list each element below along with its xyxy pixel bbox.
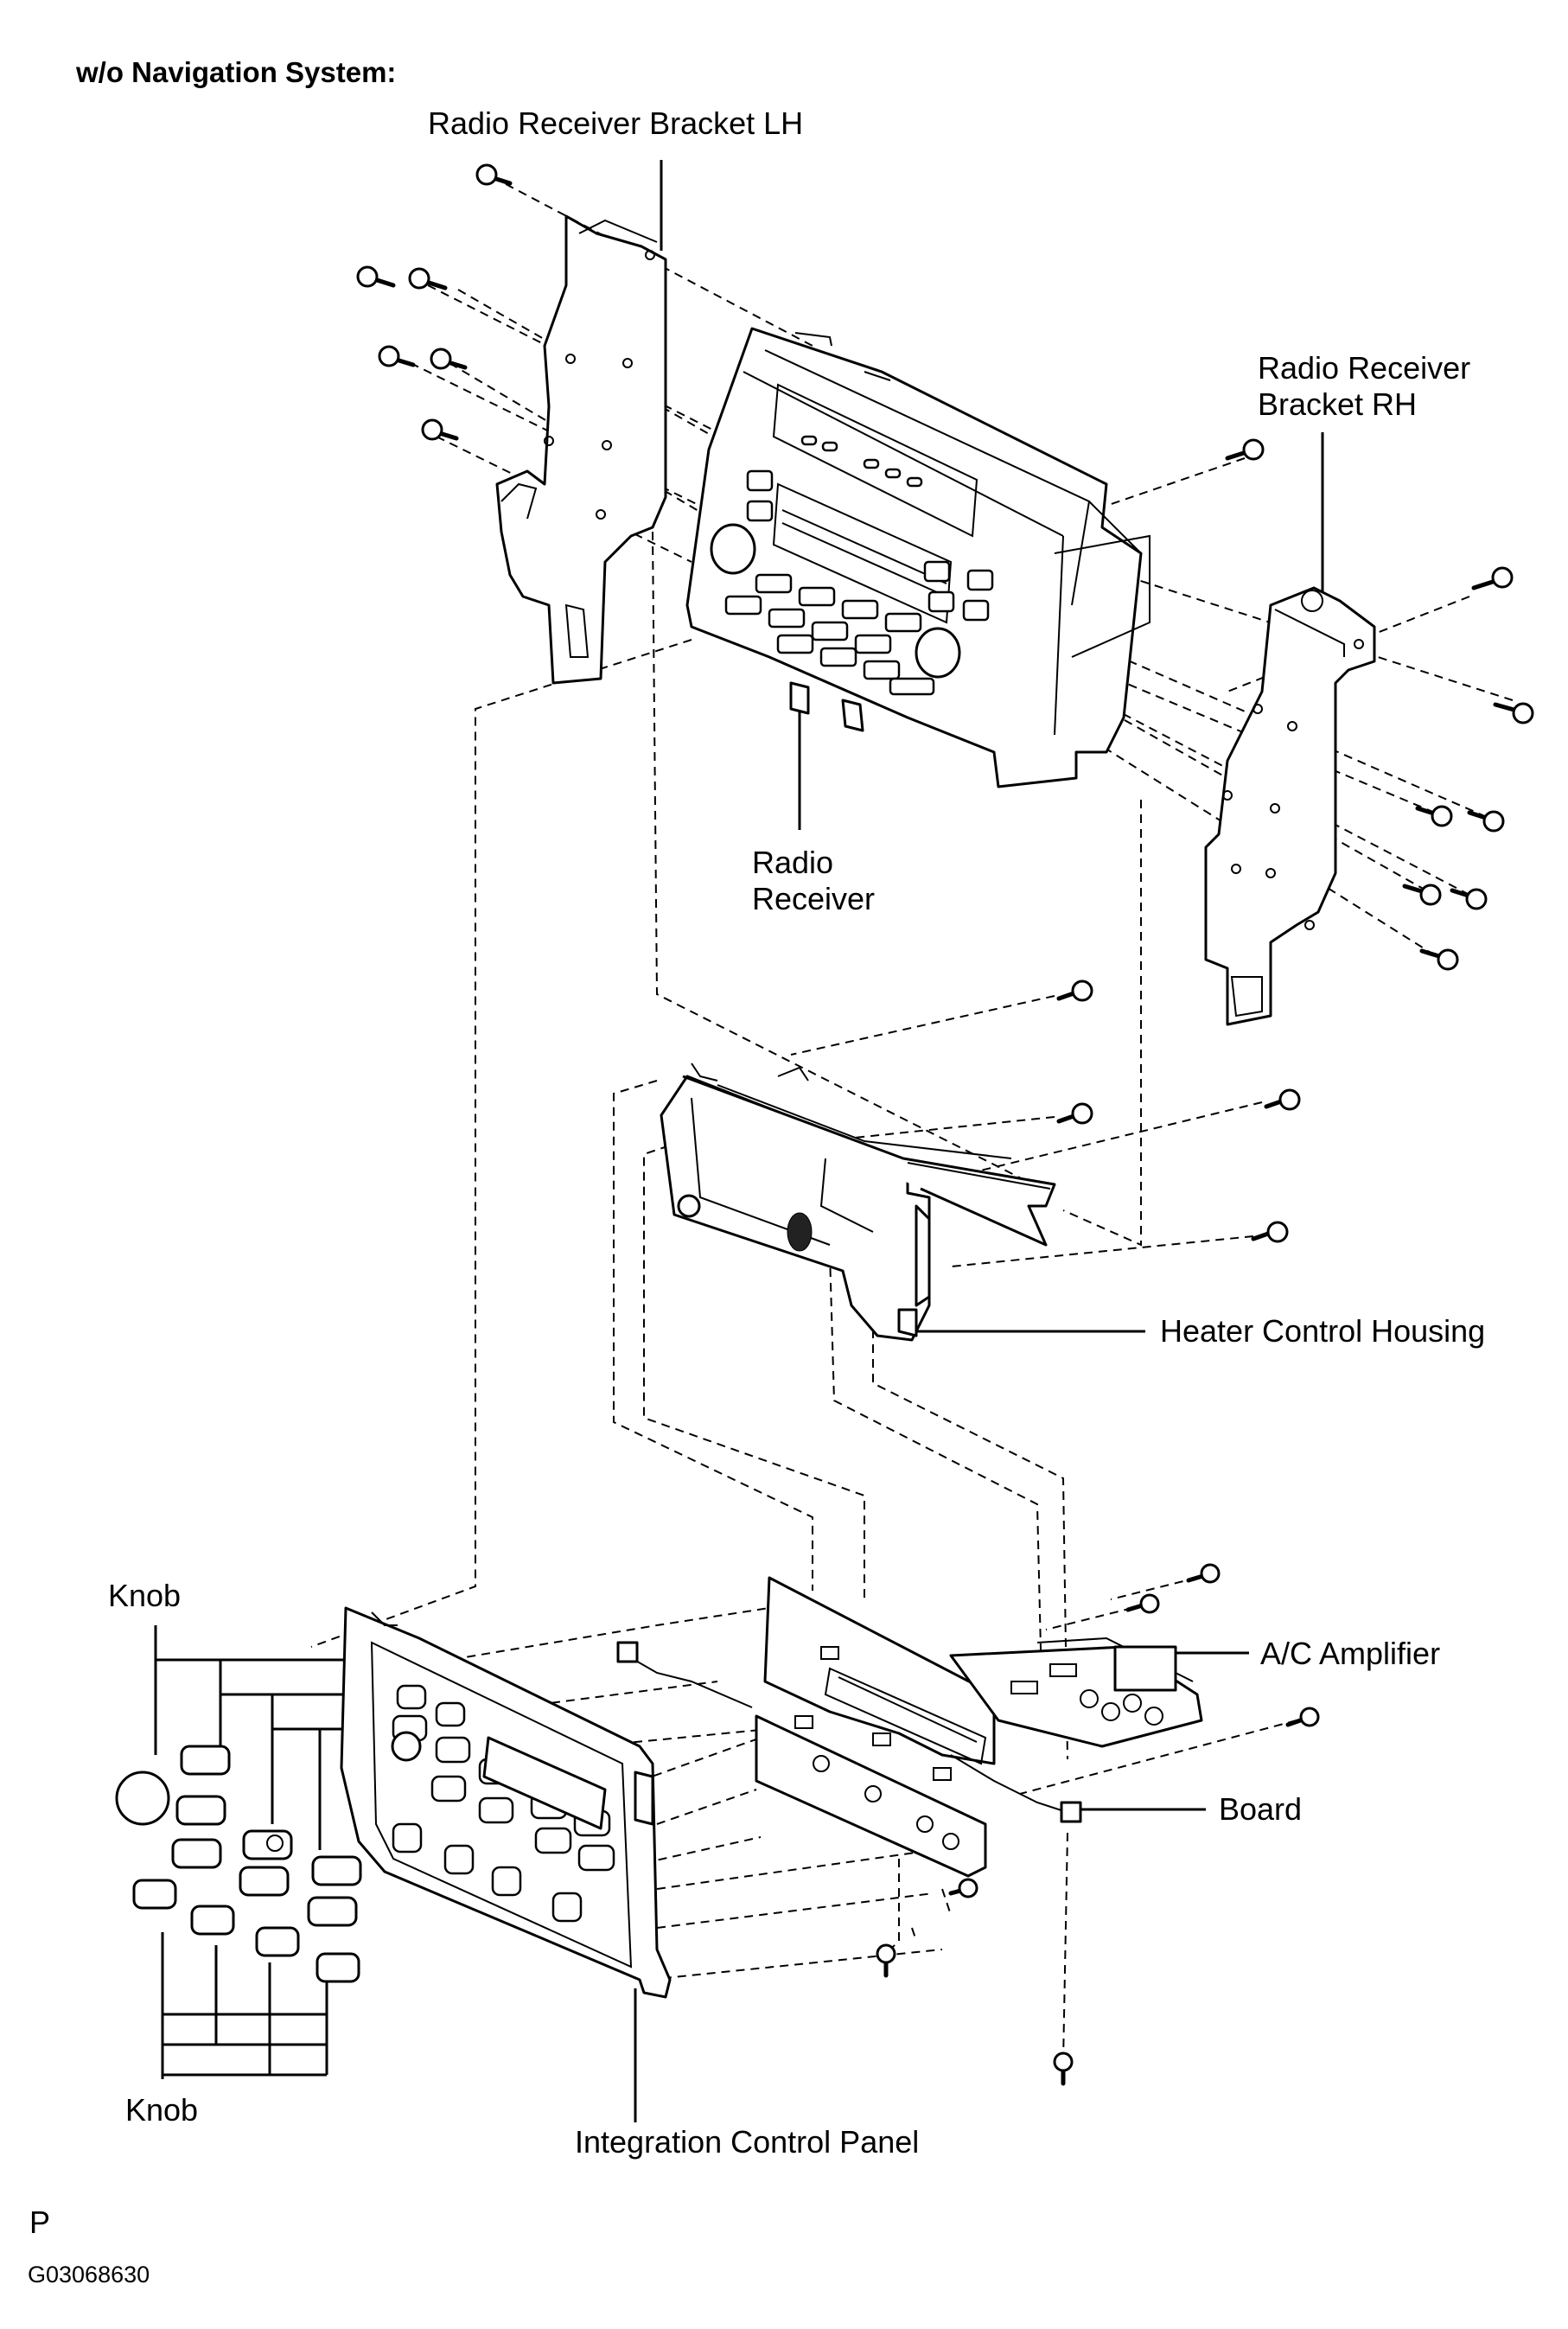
screws <box>356 163 1534 2086</box>
knob-6 <box>311 1855 362 1886</box>
screw <box>378 345 416 367</box>
label-radio-receiver-line1: Radio <box>752 845 833 880</box>
knobs-group <box>115 1745 362 1983</box>
screw <box>1225 438 1265 461</box>
screw <box>1186 1563 1221 1584</box>
diagram-header: w/o Navigation System: <box>75 56 396 88</box>
ac-amplifier <box>949 1637 1203 1748</box>
screw <box>1493 702 1534 724</box>
screw <box>1402 884 1442 906</box>
radio-receiver-bracket-lh <box>495 214 667 685</box>
label-radio-receiver-line2: Receiver <box>752 881 875 916</box>
label-knob-bottom: Knob <box>125 2092 198 2128</box>
volume-knob <box>710 523 756 575</box>
knob-3 <box>171 1838 222 1869</box>
label-ac-amplifier: A/C Amplifier <box>1260 1636 1440 1671</box>
knob-11 <box>316 1952 360 1983</box>
screw <box>1467 810 1505 833</box>
screw <box>356 265 396 288</box>
radio-receiver-bracket-rh <box>1204 586 1376 1026</box>
knob-5 <box>239 1866 290 1897</box>
radio-receiver <box>685 327 1151 788</box>
screw <box>1251 1221 1289 1243</box>
screw <box>430 348 468 370</box>
screw <box>1419 948 1459 971</box>
tuning-knob <box>915 627 961 679</box>
knob-9 <box>190 1905 235 1936</box>
footer-letter: P <box>29 2205 50 2240</box>
knob-2 <box>175 1795 226 1826</box>
label-knob-top: Knob <box>108 1578 181 1613</box>
screw <box>1471 566 1514 590</box>
screw <box>408 267 448 290</box>
knob-8 <box>132 1879 177 1910</box>
label-radio-receiver-bracket-lh: Radio Receiver Bracket LH <box>428 105 803 141</box>
label-heater-control-housing: Heater Control Housing <box>1160 1313 1485 1349</box>
label-board: Board <box>1219 1791 1302 1827</box>
radio-buttons <box>724 469 994 696</box>
knob-7 <box>307 1896 358 1927</box>
board-components <box>794 1646 959 1850</box>
screw <box>1056 979 1093 1002</box>
screw <box>421 418 459 441</box>
screw <box>1450 888 1488 910</box>
label-integration-control-panel: Integration Control Panel <box>575 2124 919 2160</box>
knob-callout-grid-bottom <box>161 1932 328 2079</box>
screw <box>948 1878 978 1898</box>
radio-indicator-dots <box>800 435 923 488</box>
knob-10 <box>255 1926 300 1957</box>
screw <box>1285 1707 1320 1727</box>
screw <box>876 1943 896 1978</box>
round-knob <box>115 1771 170 1826</box>
amplifier-components <box>1010 1663 1163 1726</box>
heater-control-housing <box>660 1062 1056 1342</box>
knob-1 <box>180 1745 231 1776</box>
figure-code: G03068630 <box>28 2262 150 2288</box>
screw <box>1056 1102 1093 1125</box>
screw <box>1264 1088 1301 1111</box>
screw <box>1125 1593 1160 1614</box>
integration-control-panel <box>340 1606 672 1999</box>
screw <box>475 163 513 186</box>
screw <box>1053 2051 1074 2086</box>
screw <box>1415 805 1453 827</box>
control-board <box>616 1576 1082 1878</box>
label-radio-receiver-bracket-rh-line2: Bracket RH <box>1258 386 1417 422</box>
knob-callout-grid-top <box>156 1658 365 1850</box>
label-radio-receiver-bracket-rh-line1: Radio Receiver <box>1258 350 1470 386</box>
